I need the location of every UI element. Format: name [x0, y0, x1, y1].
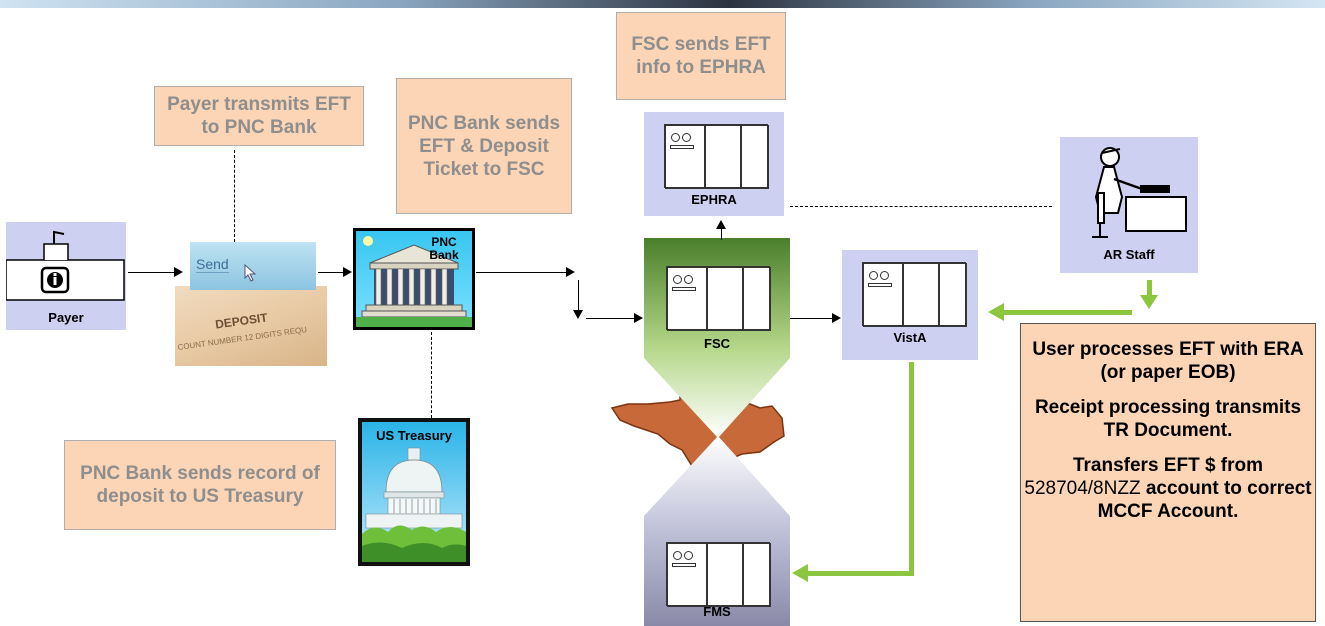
fms-server-icon — [666, 542, 771, 607]
arrow-pnc-out-head — [566, 267, 575, 277]
green-arrow-to-fms-head — [792, 564, 808, 582]
process-line-1: User processes EFT with ERA (or paper EO… — [1032, 339, 1304, 383]
top-banner — [0, 0, 1325, 8]
arrow-fsc-to-vista — [790, 318, 834, 319]
arrow-send-to-pnc-head — [343, 267, 352, 277]
green-arrow-to-fms — [806, 571, 914, 576]
bank-building-icon — [356, 231, 472, 327]
ephra-server-icon — [664, 124, 769, 189]
process-line-2: Receipt processing transmits TR Document… — [1034, 397, 1302, 441]
dash-note-to-send — [234, 150, 235, 242]
arrow-send-to-pnc — [318, 272, 344, 273]
account-number-text: COUNT NUMBER 12 DIGITS REQU — [177, 324, 308, 353]
arrow-elbow-down-head — [573, 310, 583, 319]
arrow-elbow-down — [578, 280, 579, 310]
arrow-fsc-to-ephra — [721, 228, 722, 240]
fms-label: FMS — [703, 604, 731, 619]
green-arrow-ar-to-vista-head — [988, 303, 1004, 321]
fsc-server-icon — [666, 266, 771, 331]
note-pnc-sends-record-text: PNC Bank sends record of deposit to US T… — [80, 463, 320, 507]
arrow-to-fsc — [586, 318, 636, 319]
process-line-3: Transfers EFT $ from 528704/8NZZ account… — [1021, 454, 1315, 523]
green-arrow-ar-to-vista — [1002, 310, 1132, 315]
vista-label: VistA — [893, 330, 927, 345]
fsc-label: FSC — [704, 336, 730, 351]
vista-server-icon — [862, 262, 967, 327]
note-payer-transmits: Payer transmits EFT to PNC Bank — [154, 86, 364, 146]
ephra-label: EPHRA — [691, 192, 737, 207]
ar-staff-label: AR Staff — [1103, 247, 1155, 262]
arrow-payer-to-send — [128, 272, 176, 273]
dash-pnc-to-treasury — [431, 332, 432, 418]
arrow-fsc-to-ephra-head — [716, 220, 726, 229]
process-description-box: User processes EFT with ERA (or paper EO… — [1020, 323, 1316, 622]
cursor-icon — [244, 264, 257, 282]
note-payer-transmits-text: Payer transmits EFT to PNC Bank — [167, 94, 351, 138]
note-pnc-sends-eft: PNC Bank sends EFT & Deposit Ticket to F… — [396, 78, 572, 214]
deposit-text: DEPOSIT — [214, 310, 269, 332]
arrow-pnc-out — [476, 272, 566, 273]
arrow-payer-to-send-head — [174, 267, 183, 277]
payer-icon — [6, 230, 125, 301]
note-fsc-sends-text: FSC sends EFT info to EPHRA — [631, 34, 771, 78]
green-arrow-ar-down — [1147, 280, 1152, 300]
arrow-to-fsc-head — [634, 313, 643, 323]
capitol-icon — [362, 422, 466, 562]
note-fsc-sends: FSC sends EFT info to EPHRA — [616, 12, 786, 100]
us-treasury-label: US Treasury — [376, 428, 452, 443]
us-treasury-node: US Treasury — [358, 418, 470, 566]
send-image: Send — [190, 242, 316, 290]
payer-node: Payer — [6, 222, 126, 330]
pnc-bank-label: PNC Bank — [429, 235, 459, 262]
ar-staff-icon — [1092, 147, 1187, 238]
dash-ephra-to-ar — [790, 206, 1052, 207]
green-arrow-ar-down-head — [1140, 295, 1158, 309]
pnc-bank-node: PNC Bank — [353, 228, 475, 330]
green-arrow-vista-down — [909, 362, 914, 576]
process-line-3-suffix: account to correct MCCF Account. — [1097, 478, 1312, 522]
payer-label: Payer — [48, 310, 84, 325]
note-pnc-sends-record: PNC Bank sends record of deposit to US T… — [64, 440, 336, 530]
arrow-fsc-to-vista-head — [832, 313, 841, 323]
send-text: Send — [196, 256, 229, 273]
process-line-3-prefix: Transfers EFT $ from — [1072, 455, 1264, 476]
note-pnc-sends-eft-text: PNC Bank sends EFT & Deposit Ticket to F… — [407, 112, 561, 180]
ar-staff-node: AR Staff — [1060, 137, 1198, 273]
deposit-image: DEPOSIT COUNT NUMBER 12 DIGITS REQU — [175, 286, 327, 366]
process-account-number: 528704/8NZZ — [1024, 478, 1141, 499]
